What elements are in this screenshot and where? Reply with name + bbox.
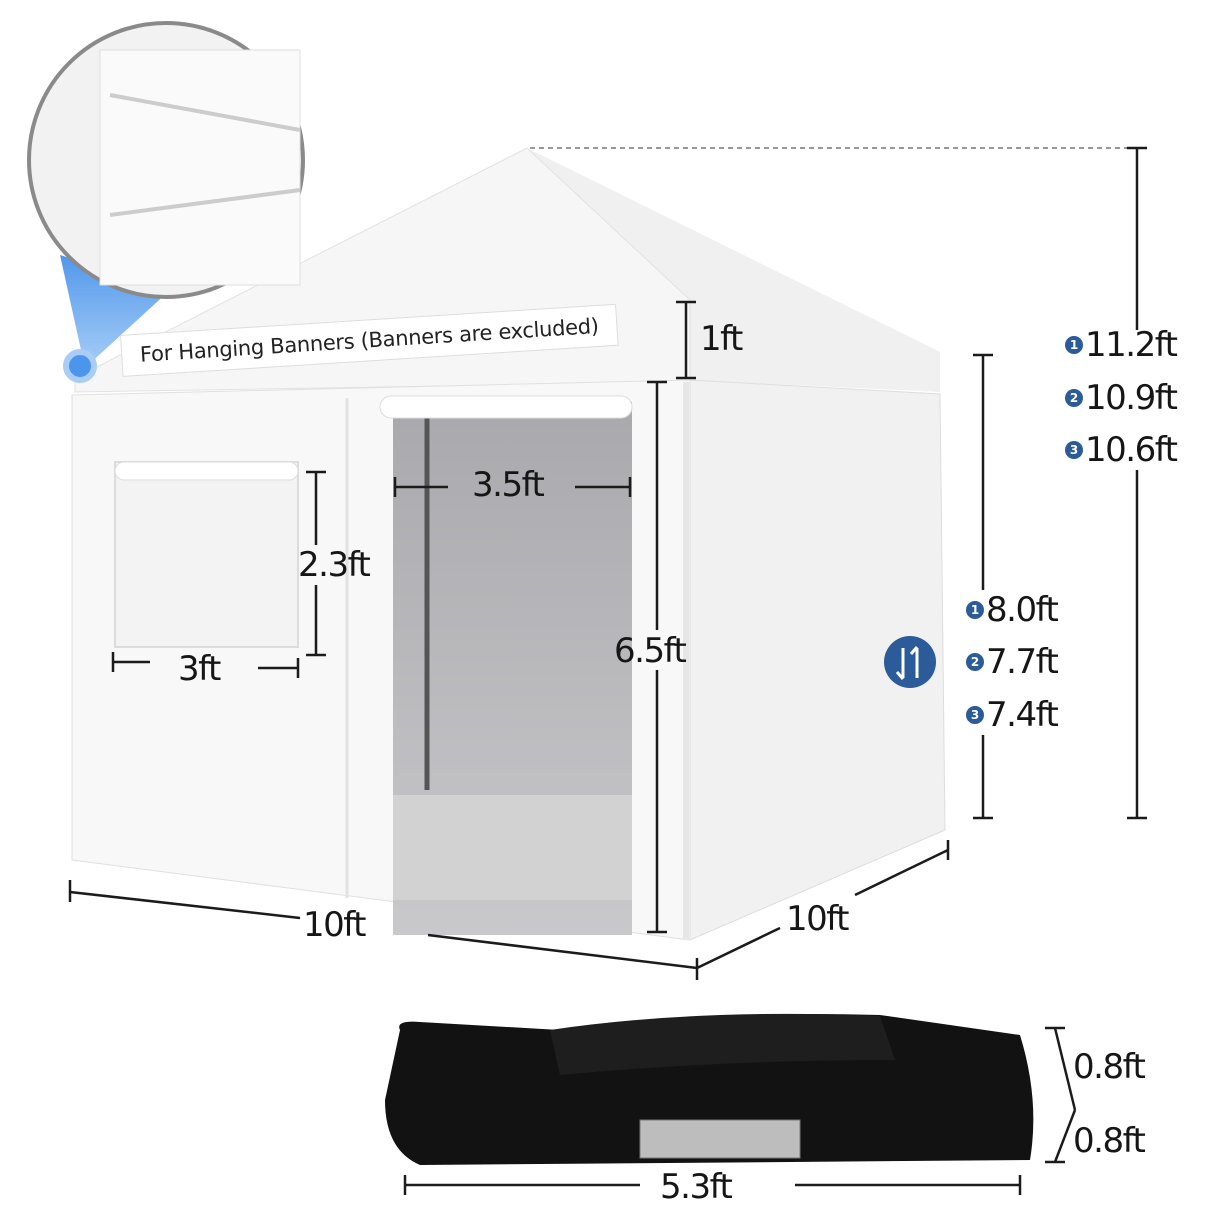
bag-height-bottom-label: 0.8ft: [1073, 1121, 1146, 1161]
carry-bag: [385, 1013, 1034, 1165]
dimension-lines: [68, 146, 1147, 1195]
window-width-label: 3ft: [178, 649, 221, 689]
bag-height-top-label: 0.8ft: [1073, 1047, 1146, 1087]
bag-length-label: 5.3ft: [660, 1167, 733, 1207]
door-height-label: 6.5ft: [614, 631, 687, 671]
roof-right: [527, 148, 940, 392]
banner-height-label: 1ft: [700, 319, 743, 359]
front-width-label: 10ft: [303, 905, 366, 945]
door-width-label: 3.5ft: [472, 465, 545, 505]
window-height-label: 2.3ft: [298, 545, 371, 585]
height-adjust-icon: [884, 636, 936, 688]
side-depth-label: 10ft: [786, 899, 849, 939]
window: [114, 461, 299, 648]
